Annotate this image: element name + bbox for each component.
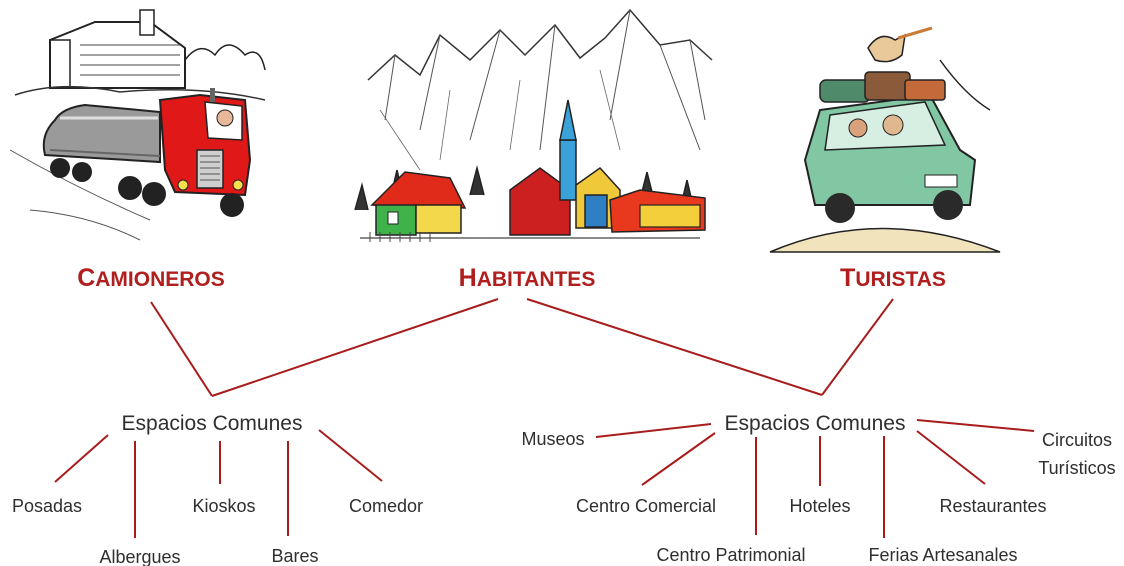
node-ferias-artesanales: Ferias Artesanales — [868, 545, 1017, 565]
connector-lines — [54, 298, 1035, 538]
heading-camioneros: CAMIONEROS — [77, 264, 225, 292]
node-kioskos: Kioskos — [192, 496, 255, 516]
node-circuitos: Circuitos — [1042, 430, 1112, 450]
node-albergues: Albergues — [99, 547, 180, 566]
node-bares: Bares — [271, 546, 318, 566]
node-museos: Museos — [521, 429, 584, 449]
right-hub-label: Espacios Comunes — [725, 412, 906, 435]
tourist-car-illustration — [769, 26, 1001, 253]
heading-habitantes: HABITANTES — [459, 264, 596, 292]
mountain-village-illustration — [354, 8, 713, 242]
heading-turistas: TURISTAS — [840, 264, 946, 292]
node-comedor: Comedor — [349, 496, 423, 516]
node-restaurantes: Restaurantes — [939, 496, 1046, 516]
node-turisticos: Turísticos — [1038, 458, 1115, 478]
node-hoteles: Hoteles — [789, 496, 850, 516]
truck-illustration — [9, 9, 266, 241]
node-centro-comercial: Centro Comercial — [576, 496, 716, 516]
left-hub-label: Espacios Comunes — [122, 412, 303, 435]
node-centro-patrimonial: Centro Patrimonial — [656, 545, 805, 565]
node-posadas: Posadas — [12, 496, 82, 516]
